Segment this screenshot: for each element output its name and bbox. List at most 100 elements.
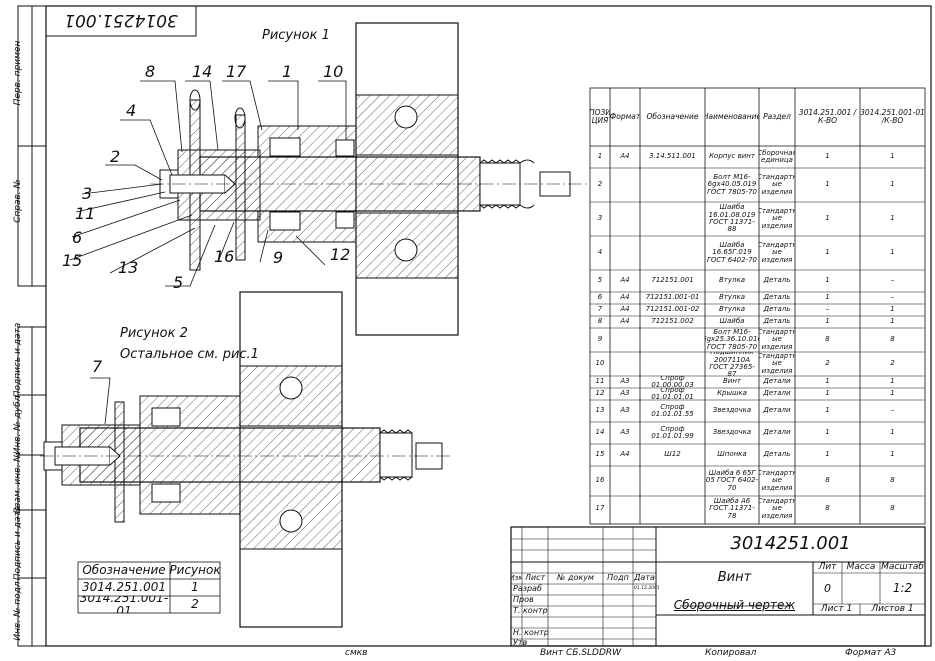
spec-header-4: Наименование: [705, 112, 759, 122]
spec-cell-r12-c4: Крышка: [717, 389, 747, 398]
spec-cell-r9-c5: Стандартн ые изделия: [759, 328, 795, 351]
spec-cell-r16-c2: [610, 466, 640, 496]
callout-9: 9: [273, 248, 284, 267]
spec-cell-r5-c4: Втулка: [718, 276, 745, 285]
variants-table-grid: [77, 561, 221, 614]
spec-cell-r1-c6: 1: [825, 152, 830, 161]
footer-format: Формат А3: [845, 648, 897, 658]
spec-cell-r3-c6: 1: [825, 214, 830, 223]
rev-header-doc: № докум: [557, 573, 594, 583]
spec-cell-r8-c4: Шайба: [719, 317, 745, 326]
spec-cell-r8-c6: 1: [825, 317, 830, 326]
spec-cell-r4-c2: [610, 236, 640, 270]
rev-header-sign: Подп: [607, 573, 629, 583]
spec-cell-r10-c1: 10: [595, 359, 605, 368]
spec-cell-r11-c1: 11: [595, 377, 605, 386]
spec-cell-r2-c4: Болт М16-6gx40.05.019 ГОСТ 7805-70: [706, 172, 758, 196]
spec-cell-r16-c6: 8: [825, 476, 830, 485]
figure-2-label: Рисунок 2: [120, 326, 188, 341]
figure-1-label: Рисунок 1: [262, 28, 330, 43]
spec-cell-r11-c7: 1: [890, 377, 895, 386]
spec-cell-r5-c6: 1: [825, 276, 830, 285]
spec-cell-r10-c7: 2: [890, 359, 895, 368]
rev-header-list: Лист: [524, 573, 546, 583]
variants-row-1-figure: 1: [191, 580, 199, 595]
spec-cell-r3-c4: Шайба 16.01.08.019 ГОСТ 11371-88: [708, 203, 756, 234]
spec-cell-r6-c2: А4: [620, 293, 630, 302]
spec-cell-r13-c2: А3: [620, 406, 630, 415]
spec-cell-r3-c2: [610, 202, 640, 236]
role-nkontr: Н. контр: [513, 628, 549, 637]
spec-cell-r6-c4: Втулка: [718, 293, 745, 302]
callout-16: 16: [214, 247, 235, 266]
spec-cell-r12-c5: Детали: [763, 389, 791, 398]
spec-cell-r3-c7: 1: [890, 214, 895, 223]
variants-row-2-designation: 3014.251.001-01: [79, 596, 169, 613]
spec-cell-r5-c3: 712151.001: [651, 276, 694, 285]
footer-file: Винт СБ.SLDDRW: [540, 648, 622, 658]
role-tkontr: Т. контр: [513, 606, 548, 615]
callout-12: 12: [330, 245, 351, 264]
spec-cell-r1-c2: А4: [620, 152, 630, 161]
spec-header-5: Раздел: [763, 112, 791, 122]
spec-cell-r8-c5: Деталь: [763, 317, 791, 326]
spec-cell-r13-c5: Детали: [763, 406, 791, 415]
variants-row-1-designation: 3014.251.001: [82, 580, 166, 595]
spec-cell-r4-c7: 1: [890, 248, 895, 257]
spec-cell-r9-c4: Болт М16-6gx25.36.10.016 ГОСТ 7805-70: [705, 328, 759, 351]
spec-header-3: Обозначение: [646, 112, 699, 122]
spec-header-7: 3014.251.001-01 /К-ВО: [860, 108, 925, 125]
spec-cell-r8-c2: А4: [620, 317, 630, 326]
callout-13: 13: [118, 258, 139, 277]
spec-cell-r2-c3: [640, 168, 705, 202]
variants-header-figure: Рисунок: [170, 563, 220, 578]
spec-cell-r4-c5: Стандартн ые изделия: [759, 240, 795, 264]
spec-cell-r9-c1: 9: [597, 335, 603, 344]
figure-1-section: [150, 22, 590, 336]
spec-cell-r8-c1: 8: [597, 317, 603, 326]
spec-cell-r8-c3: 712151.002: [651, 317, 694, 326]
spec-cell-r10-c2: [610, 352, 640, 376]
callout-14: 14: [192, 62, 213, 81]
spec-cell-r17-c6: 8: [825, 504, 830, 513]
footer-copied: Копировал: [705, 648, 757, 658]
spec-cell-r1-c3: 3.14.511.001: [649, 152, 696, 161]
spec-cell-r6-c7: –: [890, 293, 895, 302]
spec-cell-r2-c6: 1: [825, 180, 830, 189]
rev-header-date: Дата: [634, 573, 655, 583]
spec-cell-r4-c6: 1: [825, 248, 830, 257]
spec-cell-r9-c7: 8: [890, 335, 895, 344]
spec-cell-r7-c3: 712151.001-02: [645, 305, 700, 314]
spec-cell-r17-c5: Стандартн ые изделия: [759, 496, 795, 520]
spec-cell-r1-c4: Корпус винт: [709, 152, 755, 161]
spec-cell-r9-c3: [640, 328, 705, 352]
spec-cell-r13-c4: Звездочка: [712, 406, 752, 415]
spec-cell-r13-c3: Спроф 01.01.01.55: [651, 402, 694, 418]
spec-cell-r12-c2: А3: [620, 389, 630, 398]
spec-cell-r14-c4: Звездочка: [712, 428, 752, 437]
role-prov: Пров: [513, 595, 534, 604]
spec-cell-r7-c4: Втулка: [718, 305, 745, 314]
spec-cell-r4-c3: [640, 236, 705, 270]
spec-cell-r4-c4: Шайба 16.65Г.019 ГОСТ 6402-70: [706, 240, 758, 264]
callout-4: 4: [126, 101, 137, 120]
spec-cell-r15-c1: 15: [595, 450, 605, 459]
spec-cell-r10-c6: 2: [825, 359, 830, 368]
spec-cell-r16-c5: Стандартн ые изделия: [759, 468, 795, 492]
spec-cell-r12-c1: 12: [595, 389, 605, 398]
callout-1: 1: [282, 62, 293, 81]
title-col-lit: Лит: [818, 562, 837, 572]
spec-cell-r2-c1: 2: [597, 180, 603, 189]
spec-cell-r5-c5: Деталь: [763, 276, 791, 285]
variants-header-designation: Обозначение: [82, 563, 166, 578]
spec-header-2: Формат: [610, 112, 640, 122]
callout-17: 17: [226, 62, 247, 81]
callout-11: 11: [75, 204, 96, 223]
spec-cell-r2-c5: Стандартн ые изделия: [759, 172, 795, 196]
spec-cell-r2-c7: 1: [890, 180, 895, 189]
rev-header-izm: Изм: [511, 573, 522, 582]
spec-cell-r7-c5: Деталь: [763, 305, 791, 314]
spec-cell-r11-c2: А3: [620, 377, 630, 386]
spec-table-grid: [589, 87, 926, 525]
